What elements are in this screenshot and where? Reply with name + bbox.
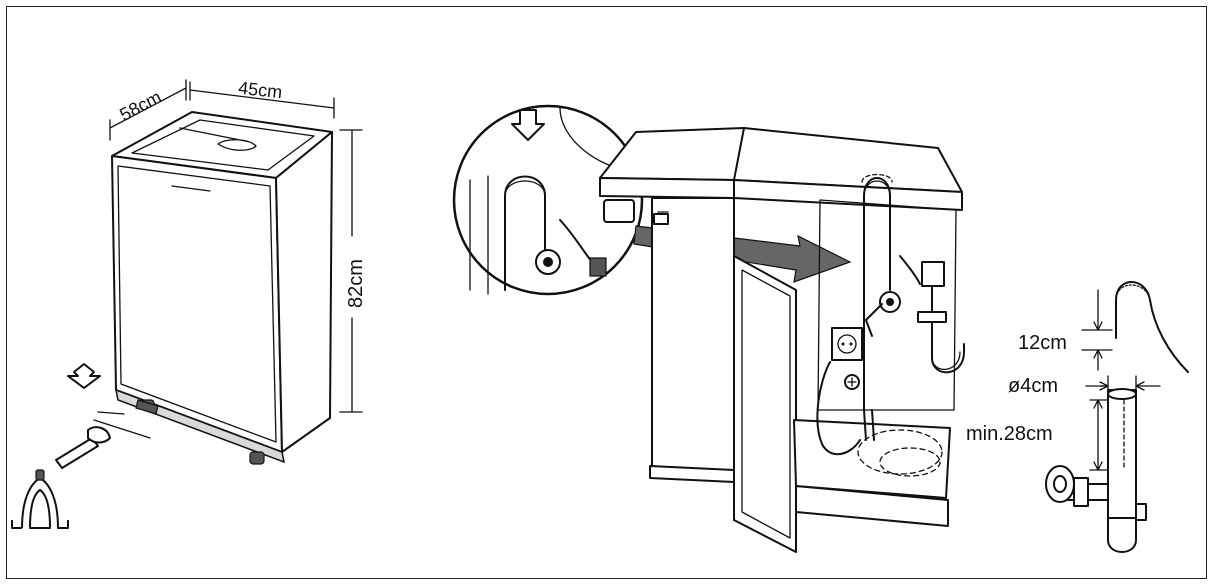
hose-detail-circle <box>452 104 644 296</box>
cabinet-door <box>733 255 797 553</box>
pipe-connector <box>603 199 635 223</box>
cabinet-installation <box>599 127 965 553</box>
arrow-up-icon <box>67 363 101 389</box>
spray-arm <box>179 127 257 151</box>
min-height-label: min.28cm <box>966 423 1053 445</box>
power-socket <box>831 327 863 361</box>
width-dim-line <box>189 89 335 109</box>
height-label: 82cm <box>345 259 367 308</box>
pipe-diameter-label: ø4cm <box>1008 375 1058 397</box>
anchor-hook-icon <box>11 477 69 529</box>
dishwasher-figure: 58cm 45cm 82cm <box>11 78 367 529</box>
width-label: 45cm <box>237 78 283 102</box>
foot <box>249 451 265 465</box>
depth-dim-line <box>109 87 187 129</box>
standpipe <box>1107 389 1137 519</box>
drain-spec-figure: 12cm ø4cm min.28cm <box>966 281 1189 553</box>
arrow-down-icon <box>511 109 545 141</box>
hose-height-label: 12cm <box>1018 332 1067 354</box>
door-handle <box>171 185 211 192</box>
dishwasher-side <box>275 131 333 453</box>
depth-label: 58cm <box>116 87 164 125</box>
wrench-handle <box>55 437 99 469</box>
